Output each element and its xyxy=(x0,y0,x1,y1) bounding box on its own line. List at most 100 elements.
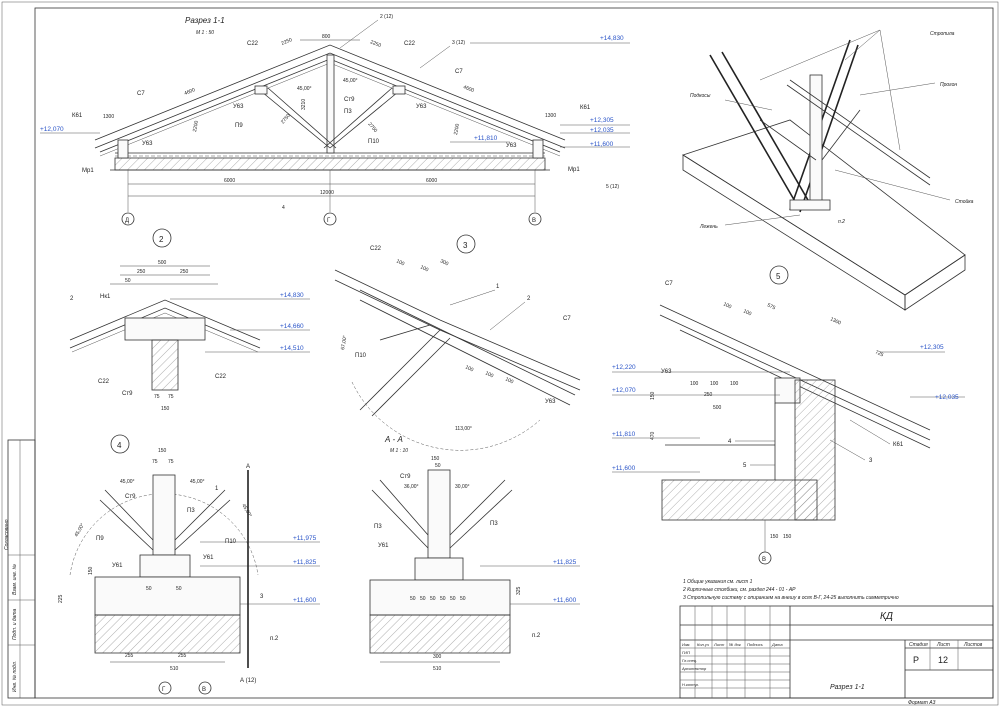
n2-label-nk1: Нк1 xyxy=(100,294,111,300)
n5-label-k61: К61 xyxy=(893,442,904,448)
n4-dim-50b: 50 xyxy=(176,586,182,592)
n4-dim-50a: 50 xyxy=(146,586,152,592)
stamp-format: Формат А3 xyxy=(908,700,936,706)
label-st9: Ст9 xyxy=(344,97,355,103)
n4-label-3: 3 xyxy=(260,594,264,600)
angle-45-left: 45,00° xyxy=(297,86,312,92)
n5-dim-100c: 100 xyxy=(690,381,699,387)
dim-1300-left: 1300 xyxy=(103,114,114,120)
angle-45-right: 45,00° xyxy=(343,78,358,84)
iso-label-p2: п.2 xyxy=(838,219,845,225)
n5-level-11600: +11,600 xyxy=(612,465,636,472)
stamp-role-arch: Архитектор xyxy=(681,666,707,671)
n5-dim-500: 500 xyxy=(713,405,722,411)
iso-label-purlin: Прогон xyxy=(940,82,957,88)
node-2-number: 2 xyxy=(159,235,164,244)
node-2: 2 500 250 250 50 75 75 150 Нк1 C22 C22 С… xyxy=(69,228,310,412)
n2-dim-75a: 75 xyxy=(154,394,160,400)
stamp-sheet: 12 xyxy=(938,655,948,665)
stamp-sheet-title: Разрез 1-1 xyxy=(830,684,865,691)
n3-angle-67: 67,00° xyxy=(340,335,348,350)
n5-dim-1300: 1300 xyxy=(829,316,842,326)
a-label-p2: п.2 xyxy=(532,633,541,639)
stamp-sheet-head: Лист xyxy=(936,642,950,648)
n4-angle-45a: 45,00° xyxy=(120,479,135,485)
dim-2750-right: 2750 xyxy=(366,121,378,134)
a-dim-50c: 50 xyxy=(430,596,436,602)
n4-label-u61-left: У61 xyxy=(112,563,123,569)
dim-3210: 3210 xyxy=(301,99,307,110)
inner-frame xyxy=(34,7,994,699)
a-level-11600: +11,600 xyxy=(553,597,577,604)
node-3: 3 113,00° 67,00° 300 100 100 100 100 100… xyxy=(334,234,581,451)
a-label-p3-right: П3 xyxy=(490,521,498,527)
a-dim-50b: 50 xyxy=(420,596,426,602)
n3-label-p10: П10 xyxy=(355,353,367,359)
stamp-sheets-head: Листов xyxy=(963,642,983,648)
n5-level-11810: +11,810 xyxy=(612,431,636,438)
iso-label-sill: Лежень xyxy=(699,224,718,230)
n5-dim-100d: 100 xyxy=(710,381,719,387)
dim-4600-left: 4600 xyxy=(184,87,197,97)
note-3: 3 Стропильную систему с опиранием на вне… xyxy=(683,595,899,601)
n3-label-1: 1 xyxy=(496,284,500,290)
axis-g: Г xyxy=(327,218,331,224)
label-u63-right: У63 xyxy=(416,104,427,110)
label-p10: П10 xyxy=(368,139,380,145)
n5-dim-100a: 100 xyxy=(722,301,732,310)
node-4-number: 4 xyxy=(117,441,122,450)
dim-12000: 12000 xyxy=(320,190,334,196)
dim-2200-right: 2200 xyxy=(453,123,461,135)
a-dim-150: 150 xyxy=(431,456,440,462)
note-2: 2 Кирпичные столбики, см. раздел 244 - 0… xyxy=(682,587,796,593)
n5-label-4: 4 xyxy=(728,439,732,445)
n3-label-c7: C7 xyxy=(563,316,571,322)
iso-label-rafters: Стропила xyxy=(930,31,955,37)
section-1-1-scale: М 1 : 50 xyxy=(196,30,214,36)
n2-label-c22-left: C22 xyxy=(98,379,110,385)
n5-label-c7: C7 xyxy=(665,281,673,287)
node-4: 4 Ст9 П9 П3 П10 У61 У61 3 п.2 1 150 75 7… xyxy=(58,434,320,695)
n2-label-c22-right: C22 xyxy=(215,374,227,380)
dim-1300-right: 1300 xyxy=(545,113,556,119)
level-12305: +12,305 xyxy=(590,117,614,124)
n5-axis-v: В xyxy=(762,557,766,563)
callout-5-12: 5 (12) xyxy=(606,184,619,190)
dim-6000-left: 6000 xyxy=(224,178,235,184)
n4-label-u61-right: У61 xyxy=(203,555,214,561)
n4-section-a: А xyxy=(246,464,250,470)
n4-level-11600: +11,600 xyxy=(293,597,317,604)
label-k61-left: К61 xyxy=(72,113,83,119)
a-level-11825: +11,825 xyxy=(553,559,577,566)
stamp-role-glspec: Гл.спец. xyxy=(682,658,697,663)
a-dim-50d: 50 xyxy=(440,596,446,602)
n4-label-st9: Ст9 xyxy=(125,494,136,500)
a-label-u61: У61 xyxy=(378,543,389,549)
label-u63-left-low: У63 xyxy=(142,141,153,147)
section-a-a: А - А М 1 : 10 Ст9 П3 П3 У61 п.2 150 50 … xyxy=(369,435,580,672)
n2-level-14830: +14,830 xyxy=(280,292,304,299)
n2-dim-500: 500 xyxy=(158,260,167,266)
label-u63-left: У63 xyxy=(233,104,244,110)
n5-dim-100e: 100 xyxy=(730,381,739,387)
n4-section-a-12: А (12) xyxy=(240,678,256,684)
dim-2200-left: 2200 xyxy=(192,120,200,132)
n3-label-c22: C22 xyxy=(370,246,382,252)
level-12070: +12,070 xyxy=(40,126,64,133)
n2-dim-150: 150 xyxy=(161,406,170,412)
dim-800: 800 xyxy=(322,34,331,40)
n3-label-u63: У63 xyxy=(545,399,556,405)
label-c22-left: C22 xyxy=(247,41,259,47)
callout-2-12: 2 (12) xyxy=(380,14,393,20)
side-stamp-inv: Инв. № подл. xyxy=(12,661,18,692)
n2-label-2: 2 xyxy=(70,296,74,302)
label-p3: П3 xyxy=(344,109,352,115)
a-dim-50a: 50 xyxy=(410,596,416,602)
side-stamp-sign: Подп. и дата xyxy=(12,608,18,640)
node-5-number: 5 xyxy=(776,272,781,281)
n4-dim-255a: 255 xyxy=(125,653,134,659)
n5-dim-575: 575 xyxy=(766,302,776,311)
a-label-st9: Ст9 xyxy=(400,474,411,480)
iso-label-post: Стойка xyxy=(955,198,974,205)
dim-4600-right: 4600 xyxy=(462,84,475,94)
